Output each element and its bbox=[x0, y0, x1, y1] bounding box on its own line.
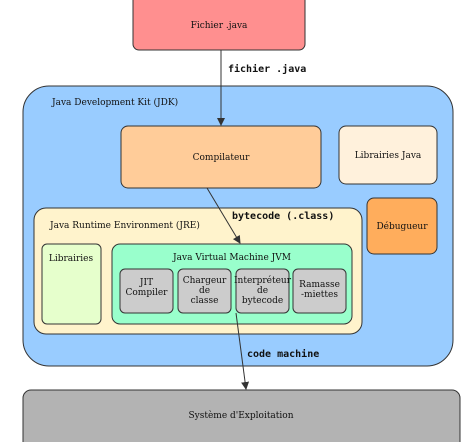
bytecode-interpreter-line-1: Interpréteur bbox=[234, 275, 292, 286]
compiler-node: Compilateur bbox=[120, 125, 322, 189]
compiler-box bbox=[120, 125, 322, 189]
jit-compiler-line-1: JIT bbox=[139, 278, 153, 288]
operating-system-label: Système d'Exploitation bbox=[188, 410, 293, 421]
java-libraries-label: Librairies Java bbox=[355, 151, 422, 161]
source-file-box bbox=[132, 0, 306, 51]
java-libraries-box bbox=[338, 125, 438, 185]
jit-compiler-box bbox=[119, 268, 174, 314]
debugger-node: Débugueur bbox=[366, 197, 438, 255]
class-loader-line-3: classe bbox=[191, 296, 219, 306]
garbage-collector-box bbox=[292, 268, 347, 314]
source-file-label: Fichier .java bbox=[191, 21, 248, 31]
jit-compiler-node: JIT Compiler bbox=[119, 268, 174, 314]
debugger-label: Débugueur bbox=[376, 221, 428, 232]
jre-libraries-box bbox=[41, 243, 102, 325]
garbage-collector-line-1: Ramasse bbox=[299, 280, 340, 290]
class-loader-line-1: Chargeur bbox=[183, 276, 227, 286]
debugger-box bbox=[366, 197, 438, 255]
bytecode-interpreter-node: Interpréteur de bytecode bbox=[234, 268, 292, 314]
compiler-label: Compilateur bbox=[193, 153, 250, 163]
class-loader-box bbox=[177, 268, 232, 314]
jre-libraries-node: Librairies bbox=[41, 243, 102, 325]
bytecode-interpreter-box bbox=[235, 268, 290, 314]
operating-system-node: Système d'Exploitation bbox=[22, 389, 461, 447]
java-libraries-node: Librairies Java bbox=[338, 125, 438, 185]
garbage-collector-node: Ramasse -miettes bbox=[292, 268, 347, 314]
edge-label-bytecode: bytecode (.class) bbox=[232, 211, 334, 222]
operating-system-box bbox=[22, 389, 461, 447]
edge-label-source-file: fichier .java bbox=[228, 63, 306, 75]
garbage-collector-line-2: -miettes bbox=[301, 290, 338, 300]
edge-label-machine-code: code machine bbox=[247, 348, 319, 360]
class-loader-node: Chargeur de classe bbox=[177, 268, 232, 314]
bytecode-interpreter-line-2: de bbox=[257, 286, 268, 296]
jre-libraries-label: Librairies bbox=[49, 254, 94, 264]
edge-jvm-to-os bbox=[235, 312, 250, 390]
jre-label: Java Runtime Environment (JRE) bbox=[49, 220, 200, 231]
jvm-label: Java Virtual Machine JVM bbox=[172, 253, 291, 263]
jdk-label: Java Development Kit (JDK) bbox=[51, 97, 178, 108]
class-loader-line-2: de bbox=[199, 286, 210, 296]
edge-compiler-to-jvm bbox=[206, 187, 241, 244]
bytecode-interpreter-line-3: bytecode bbox=[242, 296, 283, 306]
jit-compiler-line-2: Compiler bbox=[126, 288, 169, 298]
source-file-node: Fichier .java bbox=[132, 0, 306, 51]
